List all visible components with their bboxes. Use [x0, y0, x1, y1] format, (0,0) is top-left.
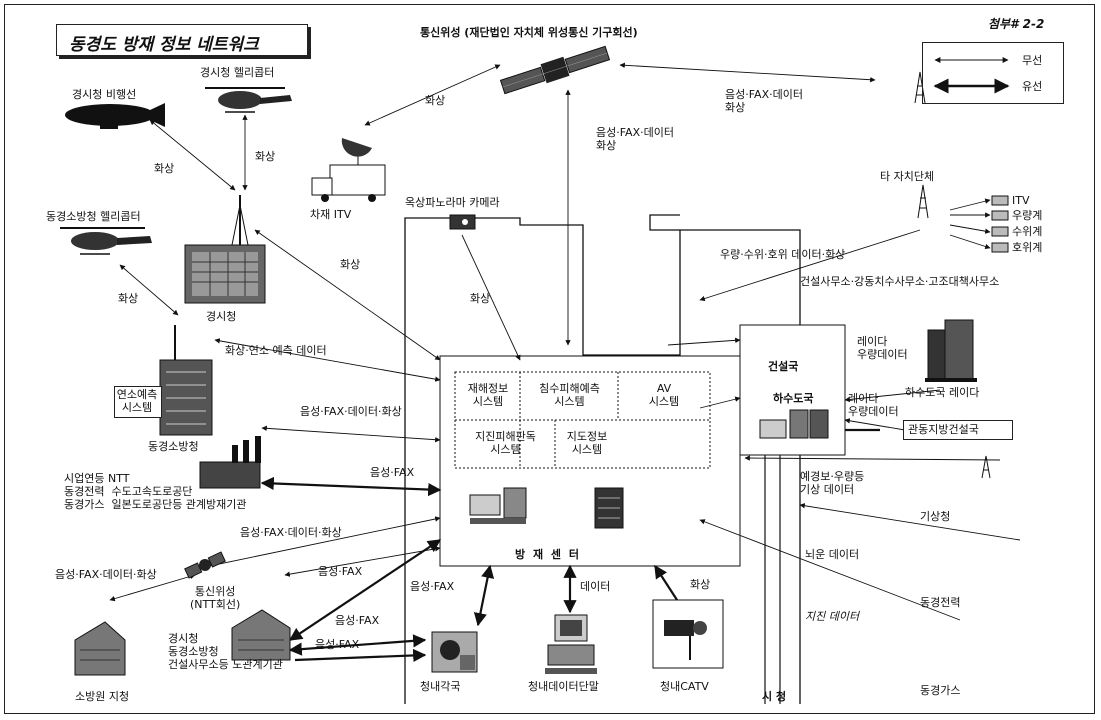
sensor-itv-label: ITV: [1012, 194, 1030, 207]
legend-arrows: [933, 57, 1010, 94]
rooftop-camera-icon: [449, 214, 476, 230]
antenna-weather-icon: [981, 455, 991, 479]
office-stations-label: 청내각국: [420, 680, 461, 693]
fire-hq-label: 동경소방청: [148, 440, 199, 453]
antenna-other-municipality-icon: [917, 184, 929, 219]
link-label-fire-prediction: 화상·연소 예측 데이터: [225, 344, 327, 357]
sewerage-computers-icon: [759, 409, 829, 439]
fire-helicopter-icon: [60, 227, 152, 255]
link-label-flood-alert: 예경보·우량등 기상 데이터: [800, 470, 865, 496]
disaster-center-label: 방 재 센 터: [515, 548, 581, 561]
satellite-top-label: 통신위성 (재단법인 자치체 위성통신 기구회선): [420, 26, 638, 39]
link-label-police: 화상: [340, 258, 361, 271]
fire-hq-building-icon: [159, 325, 213, 436]
rooftop-camera-label: 옥상파노라마 카메라: [405, 196, 500, 209]
link-label-catv: 화상: [690, 578, 711, 591]
link-label-fire-hq: 음성·FAX·데이터·화상: [300, 405, 402, 418]
attachment-label: 첨부# 2-2: [988, 17, 1045, 31]
construction-bureau-label: 건설국: [768, 360, 799, 373]
legend-wireless: 무선: [1022, 54, 1043, 67]
legend: [922, 42, 1064, 104]
office-catv-label: 청내CATV: [660, 680, 709, 693]
fire-stations-label: 소방원 지청: [75, 690, 130, 703]
link-label-voice-fax-1: 음성·FAX: [318, 565, 363, 578]
tokyo-gas-label: 동경가스: [920, 684, 961, 697]
link-label-data: 데이터: [580, 580, 611, 593]
link-label-office-stations: 음성·FAX: [410, 580, 455, 593]
link-label-airship: 화상: [154, 162, 175, 175]
kanto-construction-box: [903, 420, 1013, 440]
disaster-center-box: [439, 355, 741, 567]
radar-rain-label-1: 레이다 우량데이터: [857, 335, 908, 361]
link-label-video-van: 화상: [425, 94, 446, 107]
link-label-right-satellite: 음성·FAX·데이터 화상: [725, 88, 803, 114]
other-municipality-label: 타 자치단체: [880, 170, 935, 183]
sensor-water-level-label: 수위계: [1012, 225, 1043, 238]
weather-agency-label: 기상청: [920, 510, 951, 523]
broadcast-van-icon: [311, 138, 386, 202]
link-label-voice-fax-3: 음성·FAX: [315, 638, 360, 651]
link-label-earthquake: 지진 데이터: [805, 610, 860, 623]
system-earthquake-damage: 지진피해판독 시스템: [475, 430, 536, 456]
link-label-fire-helicopter: 화상: [118, 292, 139, 305]
link-label-voice-fax-2: 음성·FAX: [335, 614, 380, 627]
disaster-center-computers-icon: [469, 487, 624, 529]
ntt-satellite-label: 통신위성 (NTT회선): [190, 585, 241, 611]
fire-stations-building-icon: [74, 621, 126, 676]
police-hq-label: 경시청: [206, 310, 237, 323]
diagram-title-box: 동경도 방재 정보 네트워크: [56, 24, 308, 56]
police-fire-group-building-icon: [231, 609, 291, 661]
fire-prediction-system-box: [114, 386, 162, 418]
utilities-label: 시업연등 NTT 동경전력 수도고속도로공단 동경가스 일본도로공단등 관계방재…: [64, 472, 247, 511]
office-stations-icon: [431, 631, 478, 673]
office-terminal-label: 청내데이터단말: [528, 680, 599, 693]
vehicle-itv-label: 차재 ITV: [310, 208, 352, 221]
sensor-icons: [991, 195, 1009, 253]
diagram-title: 동경도 방재 정보 네트워크: [69, 35, 259, 55]
police-fire-group-label: 경시청 동경소방청 건설사무소등 도관계기관: [168, 632, 283, 671]
sewerage-radar-label: 하수도국 레이다: [905, 386, 980, 399]
radar-rain-label-2: 레이다 우량데이터: [848, 392, 899, 418]
ntt-satellite-icon: [184, 551, 226, 579]
fire-helicopter-label: 동경소방청 헬리콥터: [46, 210, 141, 223]
link-label-center-satellite: 음성·FAX·데이터 화상: [596, 126, 674, 152]
satellite-top-icon: [499, 45, 611, 95]
link-label-utilities: 음성·FAX: [370, 466, 415, 479]
diagram-frame: [4, 4, 1095, 714]
system-flood-prediction: 침수피해예측 시스템: [539, 382, 600, 408]
wired-links: [260, 428, 880, 663]
wireless-links: [109, 62, 1021, 621]
system-map-info: 지도정보 시스템: [566, 430, 608, 456]
system-disaster-info: 재해정보 시스템: [467, 382, 509, 408]
police-airship-label: 경시청 비행선: [72, 88, 137, 101]
tokyo-power-label: 동경전력: [920, 596, 961, 609]
kanto-construction-label: 관동지방건설국: [908, 423, 979, 436]
office-terminal-icon: [545, 614, 597, 674]
link-label-helicopter: 화상: [255, 150, 276, 163]
sensor-lake-level-label: 호위계: [1012, 241, 1043, 254]
police-helicopter-icon: [205, 87, 292, 113]
fire-prediction-system-label: 연소예측 시스템: [116, 388, 158, 414]
rain-level-video-label: 우량·수위·호위 데이터·화상: [720, 248, 846, 261]
police-helicopter-label: 경시청 헬리콥터: [200, 66, 275, 79]
sewerage-radar-building-icon: [925, 319, 977, 382]
link-label-fire-stations: 음성·FAX·데이터·화상: [55, 568, 157, 581]
sewerage-bureau-label: 하수도국: [773, 392, 814, 405]
utility-plant-icon: [199, 436, 261, 489]
office-catv-icon: [652, 599, 724, 669]
system-av: AV 시스템: [648, 382, 680, 408]
legend-wired: 유선: [1022, 80, 1043, 93]
link-label-ntt: 음성·FAX·데이터·화상: [240, 526, 342, 539]
city-hall-label: 시 청: [762, 690, 787, 703]
sensor-rain-label: 우량계: [1012, 209, 1043, 222]
construction-offices-label: 건설사무소·강동치수사무소·고조대책사무소: [800, 275, 1000, 288]
airship-icon: [65, 103, 165, 129]
link-label-lightning: 뇌운 데이터: [805, 548, 860, 561]
police-hq-building-icon: [184, 195, 266, 304]
link-label-camera: 화상: [470, 292, 491, 305]
